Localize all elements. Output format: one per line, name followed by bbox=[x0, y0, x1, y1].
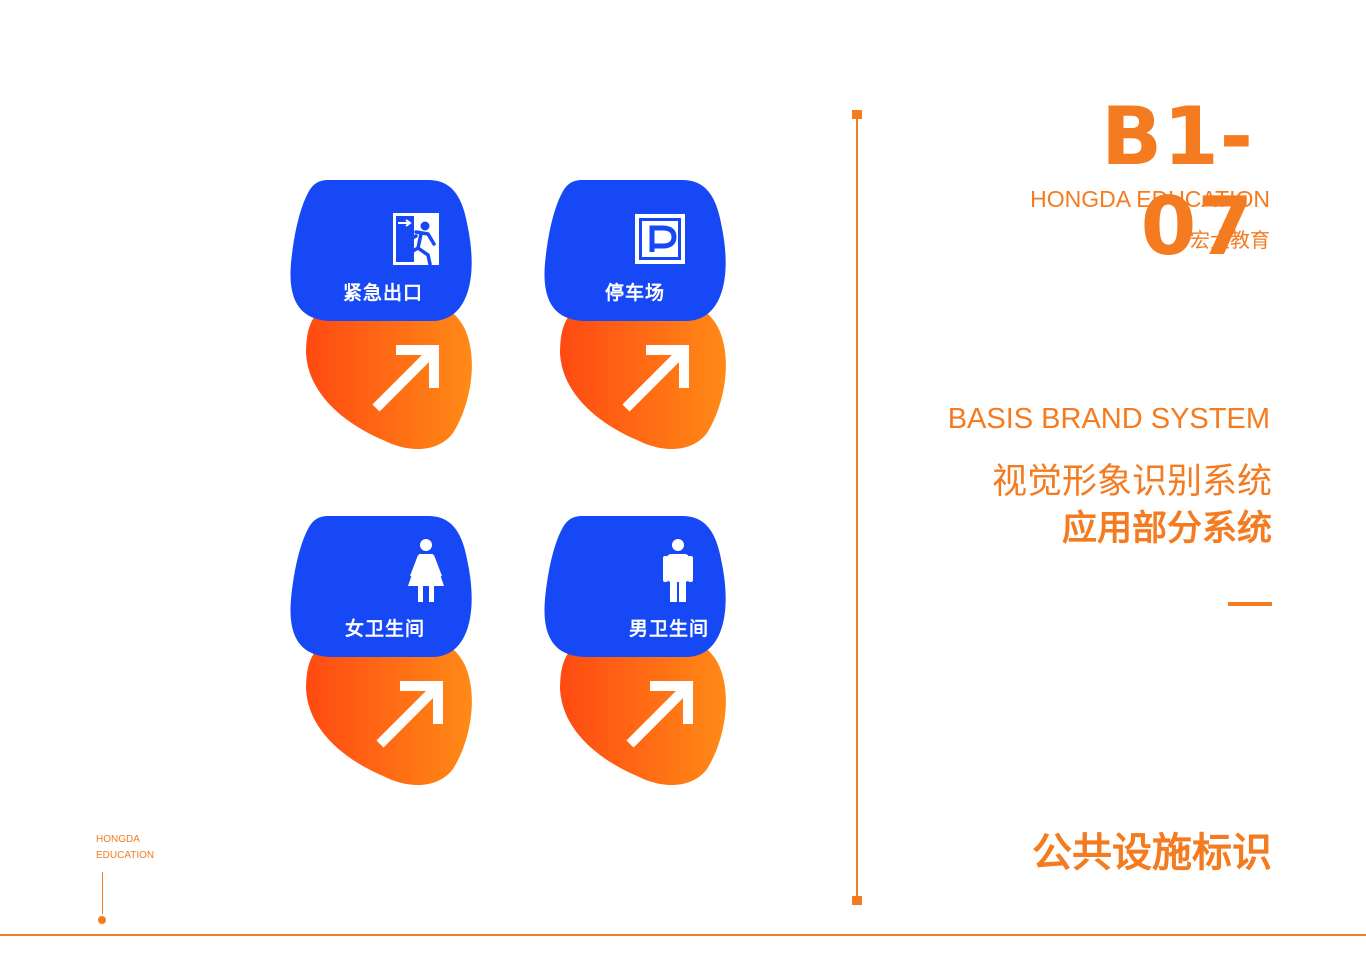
sign-female-restroom: 女卫生间 bbox=[288, 514, 478, 794]
brand-name-cn: 宏大教育 bbox=[1190, 228, 1270, 252]
emergency-exit-icon bbox=[393, 213, 439, 266]
page-code: B1-07 bbox=[1101, 90, 1254, 273]
sign-emergency-exit: 紧急出口 bbox=[288, 178, 478, 458]
label-blob bbox=[544, 516, 726, 657]
arrow-up-right-icon bbox=[626, 681, 693, 748]
sign-parking: 停车场 bbox=[542, 178, 732, 458]
system-title-en: BASIS BRAND SYSTEM bbox=[947, 403, 1270, 435]
section-title: 公共设施标识 bbox=[1032, 830, 1272, 876]
footer-logo: HONGDA EDUCATION bbox=[96, 832, 154, 864]
arrow-blob bbox=[560, 642, 726, 786]
sign-label: 停车场 bbox=[604, 282, 665, 304]
sign-label: 男卫生间 bbox=[628, 618, 709, 640]
sign-male-restroom: 男卫生间 bbox=[542, 514, 732, 794]
footer-dot bbox=[98, 916, 106, 924]
label-blob bbox=[290, 516, 472, 657]
footer-logo-line1: HONGDA bbox=[96, 834, 140, 845]
arrow-blob bbox=[306, 306, 472, 450]
system-title-cn: 视觉形象识别系统 bbox=[991, 462, 1272, 502]
brand-name-en: HONGDA EDUCATION bbox=[1030, 186, 1270, 212]
arrow-blob bbox=[306, 642, 472, 786]
footer-logo-line2: EDUCATION bbox=[96, 850, 155, 861]
footer-line bbox=[102, 872, 103, 914]
sign-label: 女卫生间 bbox=[344, 618, 425, 640]
divider-top-cap bbox=[852, 110, 862, 119]
arrow-up-right-icon bbox=[622, 345, 689, 412]
arrow-blob bbox=[560, 306, 726, 450]
dash-divider bbox=[1228, 602, 1272, 606]
parking-icon bbox=[635, 214, 685, 264]
female-restroom-icon bbox=[408, 539, 444, 602]
bottom-rule bbox=[0, 934, 1366, 936]
arrow-up-right-icon bbox=[376, 681, 443, 748]
sign-label: 紧急出口 bbox=[342, 282, 423, 304]
divider-bottom-cap bbox=[852, 896, 862, 905]
male-restroom-icon bbox=[663, 539, 693, 602]
system-subtitle-cn: 应用部分系统 bbox=[1061, 509, 1272, 549]
arrow-up-right-icon bbox=[372, 345, 439, 412]
vertical-divider bbox=[856, 112, 858, 904]
